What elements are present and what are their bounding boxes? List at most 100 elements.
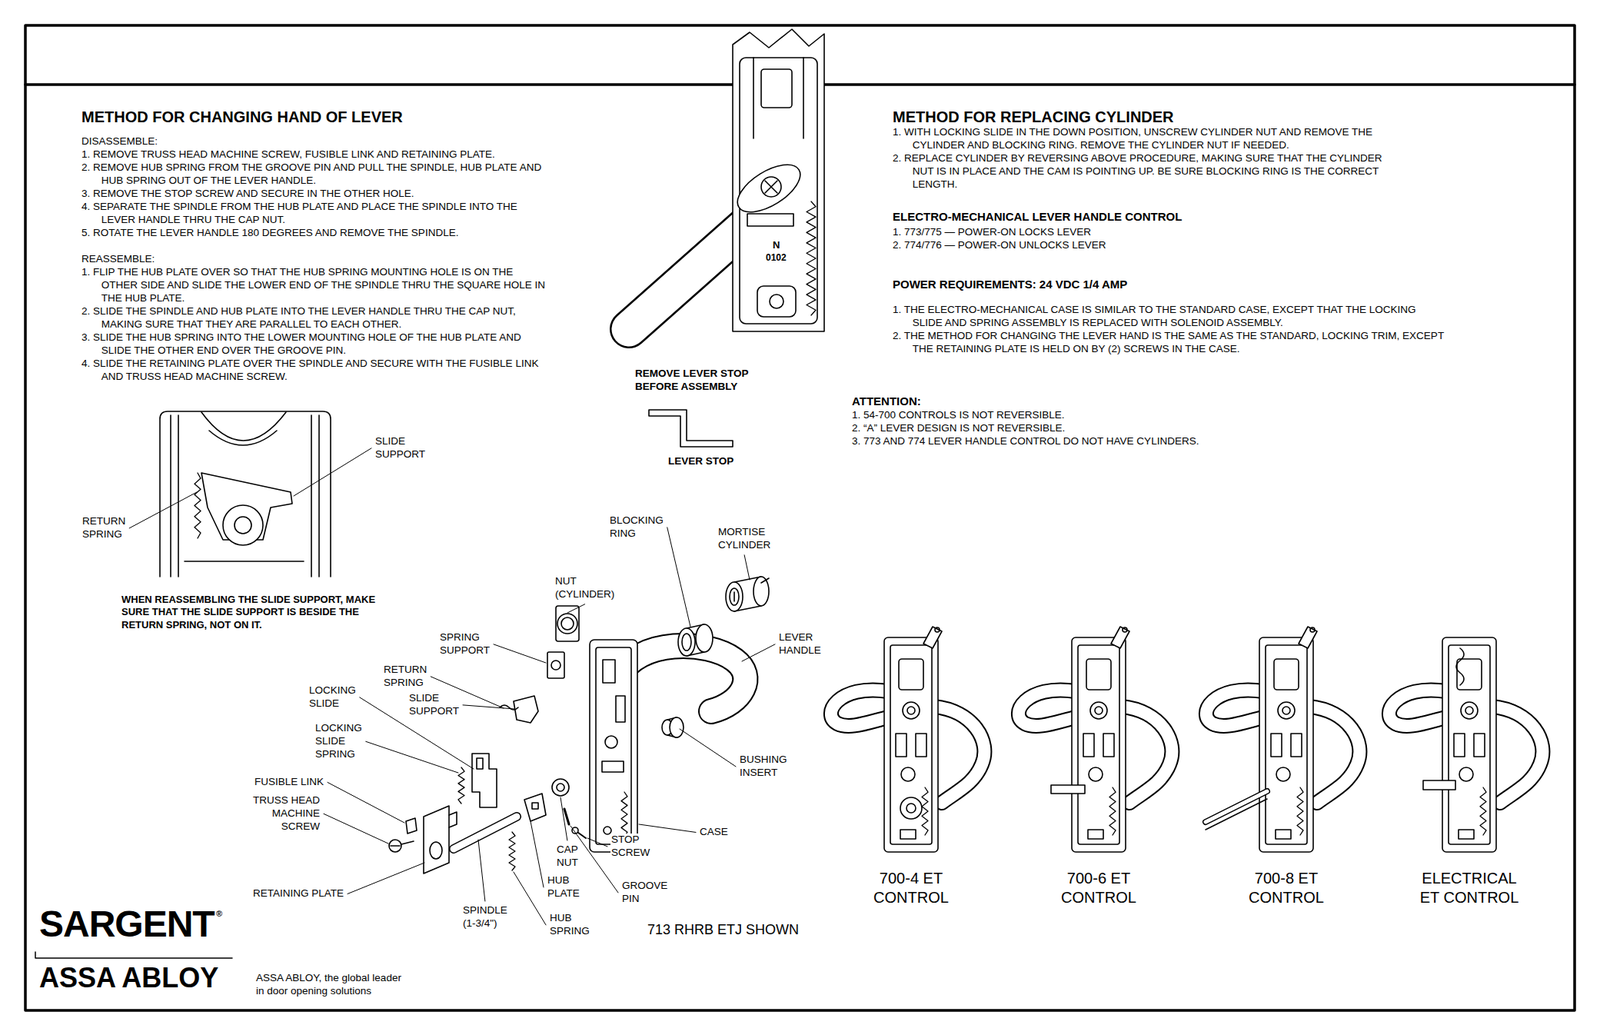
- lever-stop-detail: [628, 29, 825, 332]
- leader-line: [530, 821, 544, 888]
- part-label: TRUSS HEAD MACHINE SCREW: [232, 794, 321, 834]
- instruction-step: 3. REMOVE THE STOP SCREW AND SECURE IN T…: [81, 186, 551, 200]
- exploded-view: [389, 576, 769, 874]
- exploded-view: [602, 659, 616, 683]
- lever-stop-detail: [752, 57, 755, 139]
- instruction-step: 1. REMOVE TRUSS HEAD MACHINE SCREW, FUSI…: [81, 147, 551, 161]
- coil-spring: [1297, 787, 1304, 835]
- exploded-view: [524, 793, 546, 822]
- lever-stop-detail: [765, 180, 778, 193]
- coil-spring: [806, 201, 816, 316]
- section-label: DISASSEMBLE:: [81, 134, 551, 148]
- note: WHEN REASSEMBLING THE SLIDE SUPPORT, MAK…: [120, 593, 396, 632]
- instruction-step: 2. 774/776 — POWER-ON UNLOCKS LEVER: [892, 238, 1393, 252]
- section-heading: ATTENTION:: [851, 393, 1406, 409]
- part-label: SPINDLE (1-3/4"): [462, 904, 509, 931]
- instruction-step: 2. THE METHOD FOR CHANGING THE LEVER HAN…: [892, 329, 1447, 356]
- brand-logo: SARGENT: [38, 905, 216, 943]
- exploded-view: [547, 651, 565, 679]
- figure-caption: 713 RHRB ETJ SHOWN: [646, 921, 800, 939]
- text-column: POWER REQUIREMENTS: 24 VDC 1/4 AMP 1. THE…: [892, 276, 1447, 356]
- part-label: HUB SPRING: [548, 911, 591, 939]
- leader-line: [347, 862, 425, 894]
- exploded-view: [561, 617, 574, 630]
- slide-support-detail: [177, 415, 180, 577]
- et-control-700-6: [1051, 785, 1085, 794]
- part-label: LOCKING SLIDE: [308, 684, 357, 711]
- exploded-view: [555, 605, 579, 642]
- brand-rule: [35, 951, 233, 959]
- slide-support-detail: [159, 411, 331, 577]
- exploded-view: [453, 816, 517, 849]
- lever-stop-detail: [757, 286, 796, 317]
- instruction-step: 1. THE ELECTRO-MECHANICAL CASE IS SIMILA…: [892, 302, 1447, 330]
- leader-line: [327, 781, 405, 823]
- exploded-view: [551, 660, 561, 670]
- part-label: CAP NUT: [555, 843, 579, 870]
- exploded-view: [602, 761, 624, 772]
- et-control-700-8: [1298, 626, 1318, 649]
- leader-line: [744, 555, 750, 580]
- instruction-step: 4. SEPARATE THE SPINDLE FROM THE HUB PLA…: [81, 199, 551, 227]
- et-control-700-4: [831, 626, 985, 852]
- leader-line: [365, 741, 459, 773]
- section-heading: METHOD FOR CHANGING HAND OF LEVER: [81, 108, 551, 126]
- text-column: METHOD FOR REPLACING CYLINDER1. WITH LOC…: [892, 108, 1393, 191]
- leader-line: [462, 705, 515, 709]
- page-frame: [25, 25, 1575, 1011]
- coil-spring: [508, 831, 516, 871]
- lever-stop-detail: [761, 69, 792, 108]
- slide-support-detail: [318, 415, 320, 577]
- text-column: METHOD FOR CHANGING HAND OF LEVER DISASSE…: [81, 108, 551, 383]
- leader-line: [741, 644, 776, 662]
- lever-stop-detail: [761, 176, 782, 197]
- part-label: FUSIBLE LINK: [253, 775, 325, 789]
- lever-stop-detail: [747, 213, 794, 227]
- exploded-view: [753, 576, 769, 606]
- et-control-700-6: [1018, 626, 1173, 852]
- leader-line: [478, 839, 486, 902]
- leader-line: [667, 527, 691, 627]
- part-label: GROOVE PIN: [621, 879, 669, 906]
- instruction-step: 2. REMOVE HUB SPRING FROM THE GROOVE PIN…: [81, 160, 551, 187]
- exploded-view: [449, 811, 457, 828]
- coil-spring: [458, 767, 465, 804]
- leader-line: [587, 838, 608, 847]
- et-control-electrical: [1389, 637, 1544, 852]
- part-label: MORTISE CYLINDER: [717, 525, 772, 553]
- exploded-view: [605, 735, 618, 749]
- instruction-step: 3. 773 AND 774 LEVER HANDLE CONTROL DO N…: [851, 434, 1406, 448]
- slide-support-detail: [169, 415, 172, 577]
- exploded-view: [557, 613, 578, 634]
- brand-logo: ®: [215, 908, 223, 920]
- lever-stop-detail: [732, 29, 825, 332]
- slide-support-detail: [184, 560, 304, 563]
- et-control-700-8: [1205, 798, 1268, 830]
- part-label: HUB PLATE: [546, 874, 581, 901]
- lever-stop-part: [648, 409, 733, 447]
- et-control-700-6: [1111, 626, 1130, 649]
- section-heading: POWER REQUIREMENTS: 24 VDC 1/4 AMP: [892, 276, 1447, 292]
- exploded-view: [423, 805, 450, 874]
- model-caption: ELECTRICAL ET CONTROL: [1414, 868, 1524, 908]
- instruction-step: 5. ROTATE THE LEVER HANDLE 180 DEGREES A…: [81, 226, 551, 240]
- exploded-view: [681, 633, 692, 651]
- part-label: LEVER STOP: [667, 455, 735, 469]
- coil-spring: [194, 201, 1487, 871]
- slide-support-detail: [159, 411, 331, 577]
- part-label: LOCKING SLIDE SPRING: [314, 721, 363, 762]
- et-control-electrical: [1389, 637, 1544, 852]
- leader-line: [293, 448, 372, 496]
- exploded-view: [405, 818, 417, 834]
- et-control-700-8: [1205, 626, 1360, 852]
- exploded-view: [734, 578, 769, 602]
- part-label: RETURN SPRING: [382, 663, 428, 690]
- exploded-view: [564, 808, 569, 825]
- coil-spring: [1480, 787, 1487, 835]
- part-label: CASE: [698, 825, 729, 839]
- instruction-step: 3. SLIDE THE HUB SPRING INTO THE LOWER M…: [81, 330, 551, 357]
- lever-stop-detail: [802, 57, 805, 139]
- exploded-view: [472, 753, 497, 808]
- exploded-view: [589, 639, 638, 852]
- et-control-electrical: [1423, 780, 1456, 790]
